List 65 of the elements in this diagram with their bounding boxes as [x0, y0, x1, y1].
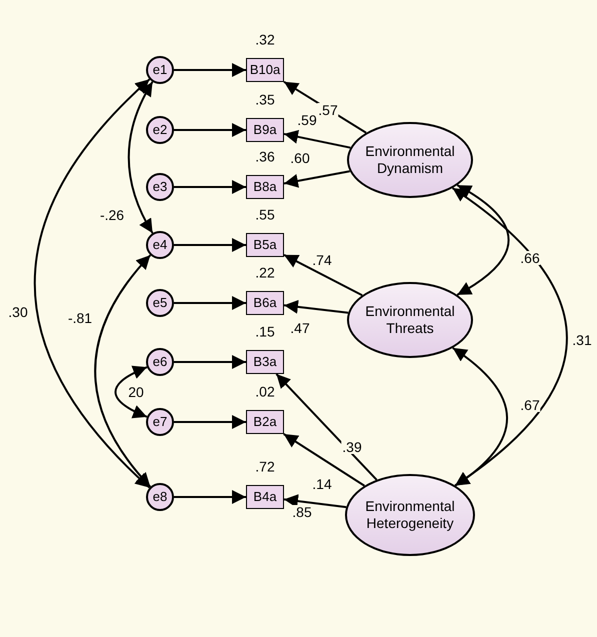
covariance-arrow [456, 184, 510, 296]
regression-arrow [284, 300, 348, 314]
regression-arrow [284, 130, 351, 149]
path-coefficient-label: -.81 [66, 311, 94, 325]
observed-variable-box: B6a [246, 291, 284, 315]
observed-variable-box: B9a [246, 118, 284, 142]
covariance-arrow [114, 366, 148, 418]
latent-variable-ellipse: Environmental Threats [347, 282, 473, 358]
r-squared-label: .36 [255, 148, 275, 166]
covariance-arrow [452, 347, 508, 486]
regression-arrow [174, 296, 246, 310]
path-coefficient-label: .59 [296, 113, 318, 127]
r-squared-label: .32 [255, 30, 275, 50]
regression-arrow [276, 373, 378, 480]
covariance-arrow [94, 254, 152, 488]
path-coefficient-label: .31 [571, 333, 593, 347]
covariance-arrow [452, 187, 568, 486]
regression-arrow [174, 355, 246, 369]
observed-variable-box: B10a [246, 58, 284, 82]
observed-variable-box: B4a [246, 485, 284, 509]
path-coefficient-label: .74 [311, 253, 333, 267]
error-term-circle: e8 [146, 483, 174, 511]
regression-arrow [174, 238, 246, 252]
covariance-arrow [128, 81, 154, 234]
error-term-circle: e4 [146, 231, 174, 259]
path-coefficient-label: -.26 [98, 208, 126, 222]
observed-variable-box: B2a [246, 410, 284, 434]
error-term-circle: e6 [146, 348, 174, 376]
path-coefficient-label: .57 [317, 103, 339, 117]
r-squared-label: .72 [255, 458, 275, 476]
observed-variable-box: B8a [246, 175, 284, 199]
path-coefficient-label: .30 [7, 305, 29, 319]
path-coefficient-label: 20 [127, 385, 145, 399]
path-coefficient-label: .85 [291, 505, 313, 519]
error-term-circle: e3 [146, 173, 174, 201]
r-squared-label: .35 [255, 90, 275, 110]
error-term-circle: e7 [146, 408, 174, 436]
regression-arrow [174, 123, 246, 137]
r-squared-label: .02 [255, 382, 275, 402]
regression-arrow [283, 433, 365, 487]
regression-arrow [174, 490, 246, 504]
error-term-circle: e1 [146, 56, 174, 84]
path-coefficient-label: .14 [311, 477, 333, 491]
path-coefficient-label: .60 [289, 151, 311, 165]
error-term-circle: e2 [146, 116, 174, 144]
r-squared-label: .15 [255, 322, 275, 342]
latent-variable-ellipse: Environmental Dynamism [347, 122, 473, 198]
path-coefficient-label: .39 [341, 440, 363, 454]
observed-variable-box: B5a [246, 233, 284, 257]
regression-arrow [283, 80, 367, 134]
r-squared-label: .22 [255, 264, 275, 282]
path-coefficient-label: .67 [519, 398, 541, 412]
regression-arrow [284, 254, 363, 296]
path-coefficient-label: .66 [519, 251, 541, 265]
regression-arrow [284, 494, 346, 508]
regression-arrow [174, 415, 246, 429]
observed-variable-box: B3a [246, 350, 284, 374]
regression-arrow [284, 170, 350, 188]
r-squared-label: .55 [255, 206, 275, 224]
regression-arrow [174, 63, 246, 77]
path-coefficient-label: .47 [289, 321, 311, 335]
regression-arrow [174, 180, 246, 194]
error-term-circle: e5 [146, 289, 174, 317]
latent-variable-ellipse: Environmental Heterogeneity [345, 474, 475, 556]
covariance-arrow [34, 78, 150, 488]
